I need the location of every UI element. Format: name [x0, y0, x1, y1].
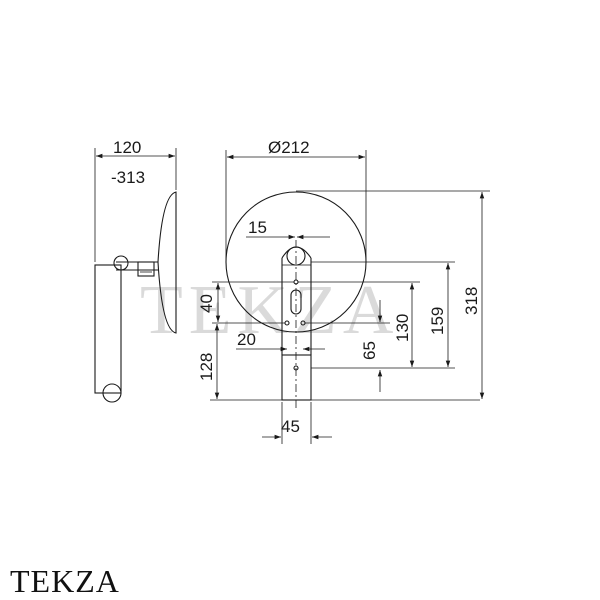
side-bottom-knob	[102, 383, 122, 403]
side-view	[94, 191, 177, 403]
dim-side-depth: 120 -313	[94, 138, 177, 262]
side-mirror-disc	[157, 191, 177, 334]
dim-width-45-label: 45	[281, 417, 300, 436]
dim-offset-15-label: 15	[248, 218, 267, 237]
dim-height-159-label: 159	[428, 307, 447, 335]
front-lower-post	[281, 354, 312, 401]
front-mount-head	[281, 246, 312, 259]
dim-height-20: 20	[236, 330, 325, 352]
brand-logo-text: TEKZA	[10, 563, 120, 599]
dim-height-128-label: 128	[197, 353, 216, 381]
dim-height-130: 130	[298, 281, 420, 369]
dim-offset-15: 15	[246, 218, 330, 240]
dim-height-40-label: 40	[197, 294, 216, 313]
dim-diameter-label: Ø212	[268, 138, 310, 157]
dim-height-65-label: 65	[360, 341, 379, 360]
side-wall-post	[94, 264, 122, 394]
watermark-text: TEKZA	[140, 272, 399, 349]
dim-height-128: 128	[197, 324, 480, 401]
dim-height-65: 65	[305, 300, 390, 392]
dim-diameter: Ø212	[225, 138, 367, 262]
dim-side-depth-label: 120	[113, 138, 141, 157]
dim-height-318: 318	[296, 190, 490, 399]
dim-height-318-label: 318	[462, 287, 481, 315]
side-arm	[116, 261, 158, 271]
dim-width-45: 45	[262, 402, 332, 444]
side-clamp	[137, 261, 155, 277]
dim-side-depth-extended-label: -313	[111, 168, 145, 187]
dim-height-20-label: 20	[237, 330, 256, 349]
front-mount-bar	[281, 258, 312, 355]
dim-height-159: 159	[311, 261, 455, 369]
dim-height-40: 40	[197, 281, 294, 324]
dim-height-130-label: 130	[393, 314, 412, 342]
